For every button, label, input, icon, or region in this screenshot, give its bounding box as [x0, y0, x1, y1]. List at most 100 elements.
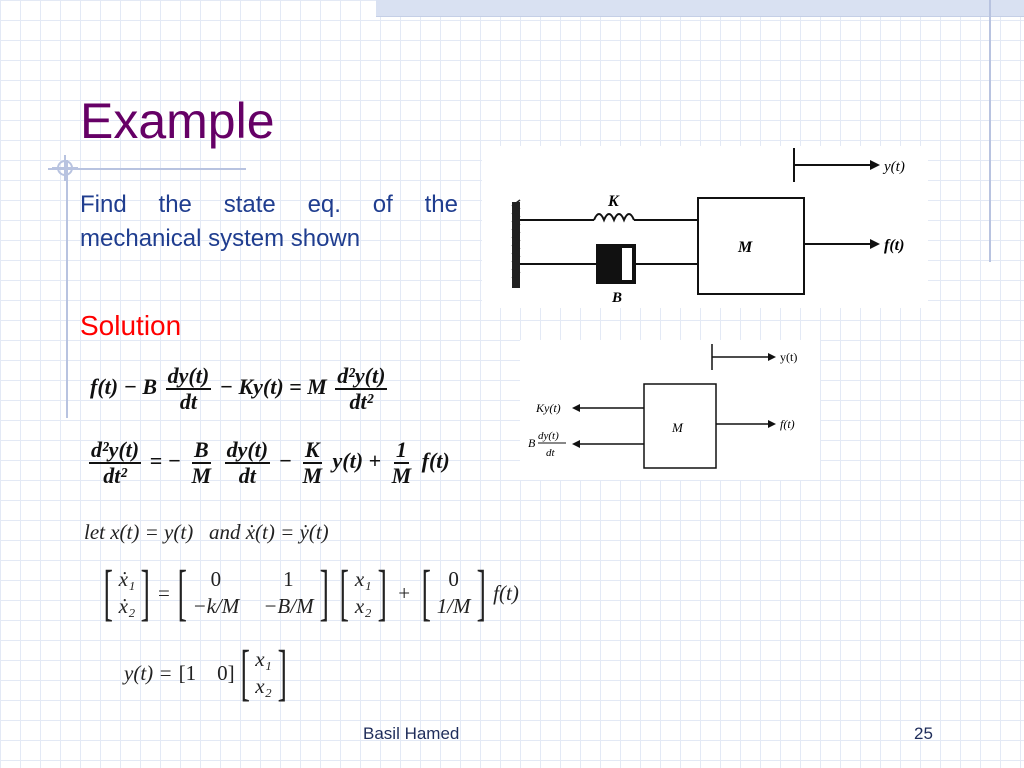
x-vector: [ x₁ x₂ ]	[334, 562, 392, 624]
spring-coil	[593, 213, 635, 223]
eq2-den1: M	[191, 463, 212, 488]
eq2-y-term: y(t) +	[332, 448, 382, 474]
crosshair-icon	[52, 155, 78, 181]
bracket-left: [	[421, 559, 432, 627]
output-x-vector: [ x₁ x₂ ]	[235, 642, 293, 704]
fbd-mass-block	[643, 383, 717, 469]
xdot-cells: ẋ₁ ẋ₂	[119, 567, 136, 619]
a21: −k/M	[192, 594, 240, 618]
state-input: f(t)	[493, 580, 519, 605]
xdot-vector: [ ẋ₁ ẋ₂ ]	[98, 562, 156, 624]
eq2-num1: B	[191, 437, 211, 464]
fbd-spring-label: Ky(t)	[535, 401, 561, 415]
eq2-num2: dy(t)	[224, 437, 271, 464]
fbd-damper-b: B	[528, 436, 536, 450]
fbd-displacement-arrowhead	[768, 353, 776, 361]
bracket-right: ]	[277, 639, 287, 707]
output-x-cells: x₁ x₂	[255, 647, 272, 699]
problem-statement: Find the state eq. of the mechanical sys…	[80, 191, 458, 252]
displacement-arrowhead	[870, 160, 880, 170]
a-matrix: [ 0 1 −k/M −B/M ]	[172, 562, 334, 624]
fbd-mass-label: M	[671, 420, 684, 435]
bracket-left: [	[339, 559, 350, 627]
eq2-num3: K	[302, 437, 322, 464]
eq2-den3: M	[302, 463, 322, 488]
eq1-term-a: f(t) − B	[90, 374, 158, 400]
a22: −B/M	[263, 594, 314, 618]
a-matrix-cells: 0 1 −k/M −B/M	[192, 567, 313, 619]
bracket-left: [	[177, 559, 187, 627]
eq2-equals: = −	[149, 448, 181, 474]
fbd-damper-arrowhead	[572, 440, 580, 448]
x2: x₂	[354, 594, 372, 618]
c1: 1	[185, 660, 197, 685]
slide-title: Example	[80, 93, 275, 149]
substitution-line: let x(t) = y(t) and ẋ(t) = ẏ(t)	[84, 520, 329, 544]
b2: 1/M	[436, 594, 471, 618]
xdot2: ẋ₂	[118, 594, 136, 618]
damper-gap	[622, 248, 632, 280]
eq2-num0: d²y(t)	[89, 437, 142, 464]
eq1-term-mid: − Ky(t) = M	[219, 374, 327, 400]
eq1-den2: dt²	[349, 389, 374, 414]
fbd-force-label: f(t)	[780, 417, 795, 431]
b1: 0	[448, 567, 459, 591]
fbd-damper-num: dy(t)	[538, 430, 559, 442]
output-lhs: y(t) =	[124, 660, 173, 685]
eq2-fraction-0: d²y(t)dt²	[89, 437, 142, 488]
title-underline-rule	[48, 168, 246, 170]
solution-heading: Solution	[80, 310, 182, 341]
force-label: f(t)	[884, 237, 904, 254]
xdot1: ẋ₁	[118, 567, 136, 591]
fbd-force-arrowhead	[768, 420, 776, 428]
a12: 1	[283, 567, 294, 591]
out-x1: x₁	[255, 647, 272, 671]
state-equation: [ ẋ₁ ẋ₂ ] = [ 0 1 −k/M −B/M ] [ x₁ x₂ ] …	[98, 562, 519, 624]
eq2-num4: 1	[393, 437, 409, 464]
force-arrowhead	[870, 239, 880, 249]
eq1-fraction-2: d²y(t)dt²	[335, 364, 388, 414]
bracket-left: [	[103, 559, 113, 627]
b-vector: [ 0 1/M ]	[416, 562, 491, 624]
top-decor-band	[376, 0, 1024, 17]
eq1-fraction-1: dy(t)dt	[165, 363, 212, 414]
c-matrix: [1 0]	[178, 660, 235, 685]
fbd-spring-arrowhead	[572, 404, 580, 412]
fbd-displacement-label: y(t)	[780, 350, 797, 364]
eq1-den1: dt	[179, 389, 197, 414]
c2: 0	[217, 660, 228, 685]
a11: 0	[210, 567, 222, 591]
eq2-minus: −	[278, 448, 292, 474]
x-cells: x₁ x₂	[355, 567, 372, 619]
b-cells: 0 1/M	[437, 567, 471, 619]
eq2-fraction-2: dy(t)dt	[224, 437, 271, 488]
fbd-damper-den: dt	[546, 447, 556, 459]
wall	[512, 202, 520, 288]
damper-label: B	[611, 290, 622, 306]
spring-label: K	[607, 193, 620, 210]
free-body-diagram: y(t) M f(t) Ky(t) B dy(t) dt	[520, 340, 820, 480]
mass-label: M	[737, 239, 753, 256]
x1: x₁	[354, 567, 372, 591]
bracket-right: ]	[319, 559, 329, 627]
footer-author: Basil Hamed	[363, 724, 460, 743]
eq1-num1: dy(t)	[165, 363, 212, 390]
page-number: 25	[914, 724, 933, 743]
mass-block	[697, 197, 805, 295]
bracket-left: [	[240, 639, 250, 707]
bracket-right: ]	[377, 559, 387, 627]
right-vertical-rule	[989, 0, 991, 262]
output-equation: y(t) = [1 0] [ x₁ x₂ ]	[124, 642, 293, 704]
eq2-den4: M	[391, 463, 412, 488]
state-equals: =	[157, 580, 170, 605]
mechanical-system-diagram: K B M f(t) y(t)	[482, 146, 928, 308]
wall-hatching	[511, 199, 521, 279]
equation-of-motion: f(t) − B dy(t)dt − Ky(t) = M d²y(t)dt²	[90, 364, 390, 414]
eq2-den2: dt	[238, 463, 256, 488]
out-x2: x₂	[255, 674, 272, 698]
bracket-right: ]	[140, 559, 151, 627]
